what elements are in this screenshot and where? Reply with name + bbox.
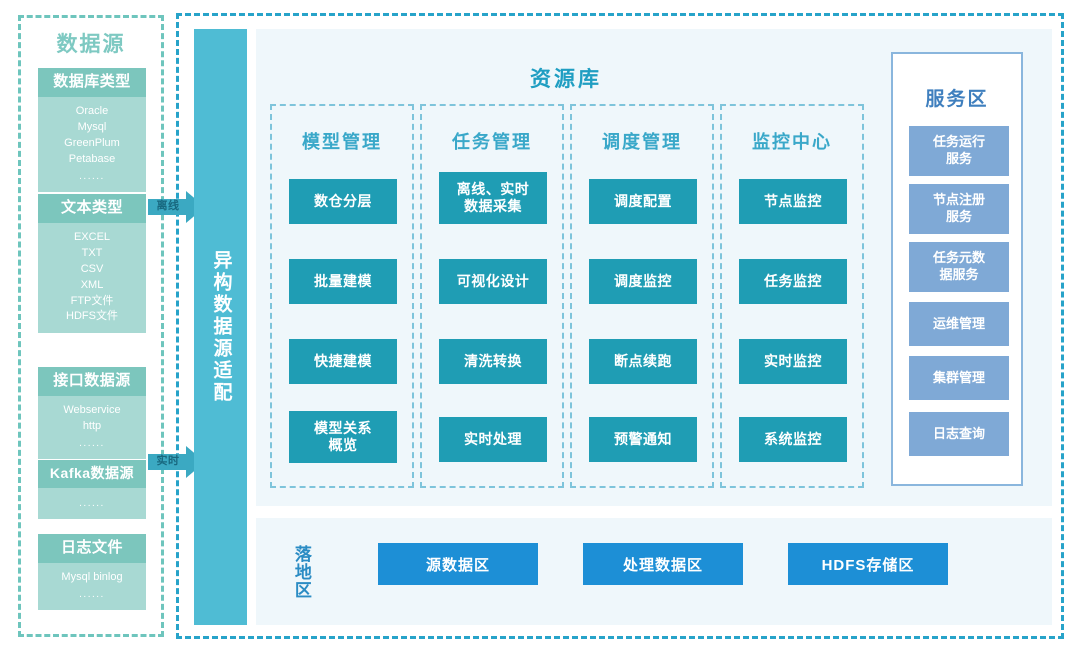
module-column-title: 监控中心 [752, 132, 832, 152]
module-item[interactable]: 断点续跑 [589, 339, 697, 384]
realtime-arrow: 实时 [148, 445, 206, 479]
module-item[interactable]: 预警通知 [589, 417, 697, 462]
service-area-title: 服务区 [925, 89, 989, 110]
service-item[interactable]: 集群管理 [909, 356, 1009, 400]
landing-item-processed-data[interactable]: 处理数据区 [583, 543, 743, 585]
landing-item-source-data[interactable]: 源数据区 [378, 543, 538, 585]
resource-library-title: 资源库 [530, 68, 602, 91]
module-item[interactable]: 系统监控 [739, 417, 847, 462]
module-item[interactable]: 模型关系概览 [289, 411, 397, 463]
ds-card-log-file: 日志文件 Mysql binlog ...... [38, 534, 146, 611]
ds-card-body: Oracle Mysql GreenPlum Petabase ...... [38, 97, 146, 192]
module-column-monitor-center: 监控中心 节点监控 任务监控 实时监控 系统监控 [720, 104, 864, 488]
service-area-box: 服务区 任务运行服务 节点注册服务 任务元数据服务 运维管理 集群管理 日志查询 [891, 52, 1023, 486]
service-item[interactable]: 节点注册服务 [909, 184, 1009, 234]
ds-card-body: ...... [38, 488, 146, 520]
module-item[interactable]: 离线、实时数据采集 [439, 172, 547, 224]
service-item[interactable]: 任务元数据服务 [909, 242, 1009, 292]
module-item[interactable]: 批量建模 [289, 259, 397, 304]
offline-arrow-label: 离线 [156, 200, 180, 212]
ds-card-dots: ...... [79, 170, 105, 182]
ds-card-head: 日志文件 [38, 534, 146, 563]
module-column-title: 任务管理 [452, 132, 532, 152]
landing-zone-panel: 落地区 源数据区 处理数据区 HDFS存储区 [256, 518, 1052, 625]
ds-card-body: Mysql binlog ...... [38, 563, 146, 610]
ds-card-body: EXCEL TXT CSV XML FTP文件 HDFS文件 [66, 230, 118, 323]
arrow-shape-icon [148, 191, 205, 223]
module-item[interactable]: 实时处理 [439, 417, 547, 462]
module-item[interactable]: 可视化设计 [439, 259, 547, 304]
ds-card-head: 文本类型 [38, 194, 146, 223]
arrow-shape-icon [148, 446, 205, 478]
ds-card-api-data-source: 接口数据源 Webservice http ...... [38, 367, 146, 460]
ds-card-head: 数据库类型 [38, 68, 146, 97]
module-item[interactable]: 节点监控 [739, 179, 847, 224]
module-column-title: 调度管理 [602, 132, 682, 152]
ds-card-database-type: 数据库类型 Oracle Mysql GreenPlum Petabase ..… [38, 68, 146, 192]
module-item[interactable]: 任务监控 [739, 259, 847, 304]
offline-arrow: 离线 [148, 190, 206, 224]
ds-card-body: Webservice http ...... [38, 396, 146, 459]
data-source-title: 数据源 [56, 33, 126, 56]
module-column-title: 模型管理 [302, 132, 382, 152]
service-item[interactable]: 日志查询 [909, 412, 1009, 456]
landing-zone-label: 落地区 [291, 545, 311, 599]
service-item[interactable]: 运维管理 [909, 302, 1009, 346]
ds-card-dots: ...... [79, 437, 105, 449]
module-item[interactable]: 数仓分层 [289, 179, 397, 224]
service-item[interactable]: 任务运行服务 [909, 126, 1009, 176]
module-item[interactable]: 调度配置 [589, 179, 697, 224]
module-item[interactable]: 快捷建模 [289, 339, 397, 384]
module-item[interactable]: 调度监控 [589, 259, 697, 304]
module-column-model-management: 模型管理 数仓分层 批量建模 快捷建模 模型关系概览 [270, 104, 414, 488]
ds-card-kafka-data-source: Kafka数据源 ...... [38, 460, 146, 519]
module-column-task-management: 任务管理 离线、实时数据采集 可视化设计 清洗转换 实时处理 [420, 104, 564, 488]
adapter-label: 异构数据源适配 [210, 250, 232, 404]
ds-card-dots: ...... [79, 588, 105, 600]
landing-item-hdfs-storage[interactable]: HDFS存储区 [788, 543, 948, 585]
heterogeneous-adapter-bar: 异构数据源适配 [194, 29, 247, 625]
module-item[interactable]: 实时监控 [739, 339, 847, 384]
ds-card-dots: ...... [79, 497, 105, 509]
module-item[interactable]: 清洗转换 [439, 339, 547, 384]
realtime-arrow-label: 实时 [156, 455, 180, 467]
module-column-schedule-management: 调度管理 调度配置 调度监控 断点续跑 预警通知 [570, 104, 714, 488]
ds-card-head: 接口数据源 [38, 367, 146, 396]
ds-card-head: Kafka数据源 [38, 460, 146, 488]
ds-card-text-type: 文本类型 EXCEL TXT CSV XML FTP文件 HDFS文件 [38, 194, 146, 334]
